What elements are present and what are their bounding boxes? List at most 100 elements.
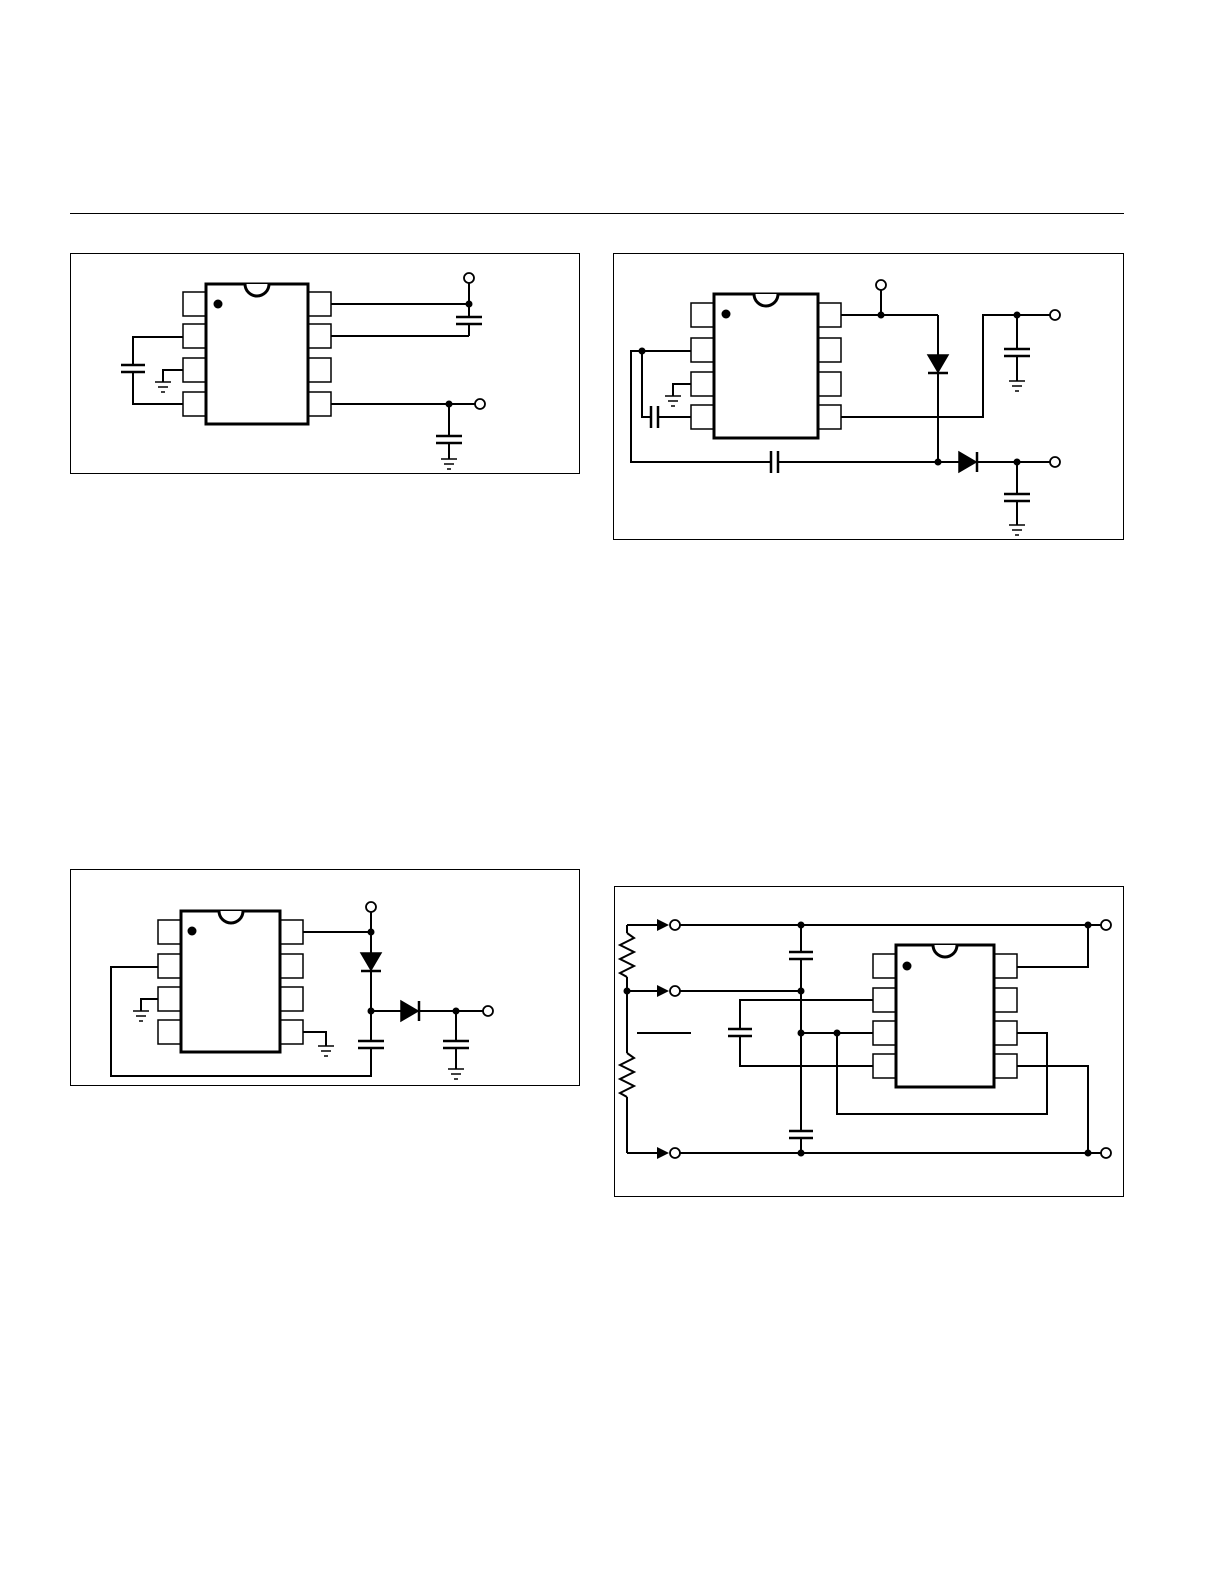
ic-pin-2	[872, 987, 897, 1013]
ic-pin-7	[817, 337, 842, 363]
ic-pin-2	[157, 953, 182, 979]
wire-pin2	[641, 350, 691, 418]
header-rule	[70, 213, 1124, 214]
ground-icon	[448, 1068, 464, 1080]
junction	[877, 311, 885, 319]
wire-pin5	[1017, 1065, 1089, 1153]
terminal-output-upper	[1049, 309, 1061, 321]
ic-pin-7	[307, 323, 332, 349]
resistor-icon	[617, 932, 637, 978]
ground-icon	[441, 458, 457, 470]
terminal-output	[482, 1005, 494, 1017]
ic-pin-8	[307, 291, 332, 317]
ic-pin-4	[157, 1019, 182, 1045]
ground-icon	[133, 1010, 149, 1022]
ground-icon	[1009, 380, 1025, 392]
figure-top-right	[613, 253, 1124, 540]
terminal-output-lower	[1049, 456, 1061, 468]
ic-pin-4	[690, 404, 715, 430]
terminal-top	[463, 272, 475, 284]
ic-pin-8	[993, 953, 1018, 979]
ic-pin-3	[872, 1020, 897, 1046]
wire-pin2	[132, 336, 183, 365]
wire-pin6	[836, 1032, 1048, 1115]
wire-pin8	[1017, 925, 1089, 968]
ic-pin-5	[279, 1019, 304, 1045]
ic-package	[157, 909, 304, 1054]
ic-pin1-marker	[213, 299, 223, 309]
ic-notch	[931, 944, 959, 959]
wire-pin2	[739, 999, 873, 1029]
ic-pin1-marker	[721, 309, 731, 319]
ic-body	[894, 943, 996, 1089]
terminal-in-mid	[669, 985, 681, 997]
ground-icon	[155, 381, 171, 393]
wire-pin5	[303, 1031, 327, 1046]
figure-bottom-left	[70, 869, 580, 1086]
terminal-top	[875, 279, 887, 291]
terminal-top	[365, 901, 377, 913]
ic-pin1-marker	[902, 961, 912, 971]
wire-pin3	[162, 369, 183, 382]
arrow-icon	[657, 919, 669, 931]
ic-pin-8	[279, 919, 304, 945]
ic-pin-8	[817, 302, 842, 328]
ground-icon	[318, 1045, 334, 1057]
ic-pin-1	[182, 291, 207, 317]
ic-pin-1	[157, 919, 182, 945]
ic-notch	[217, 910, 245, 925]
wire-pin3	[140, 998, 158, 1011]
diode-icon	[958, 450, 978, 474]
ground-icon	[665, 395, 681, 407]
ic-pin-6	[817, 371, 842, 397]
ic-pin-5	[307, 391, 332, 417]
figure-top-left	[70, 253, 580, 474]
ic-body	[204, 282, 310, 426]
ic-pin-2	[690, 337, 715, 363]
schematic-bottom-left	[110, 901, 494, 1080]
schematic-top-left	[121, 272, 486, 470]
wire-pump	[110, 966, 372, 1077]
wire-pin5	[841, 314, 1051, 418]
wire-pin4	[739, 1036, 873, 1067]
ic-package	[872, 943, 1018, 1089]
figure-bottom-right	[614, 886, 1124, 1197]
arrow-icon	[657, 985, 669, 997]
ic-pin-7	[279, 953, 304, 979]
ic-notch	[752, 293, 780, 308]
diode-icon	[400, 999, 420, 1023]
diode-icon	[359, 952, 383, 972]
ic-pin-1	[690, 302, 715, 328]
wire-pump	[630, 350, 771, 463]
terminal-out-bottom	[1100, 1147, 1112, 1159]
ic-body	[712, 292, 820, 440]
ic-pin-6	[993, 1020, 1018, 1046]
ic-pin-2	[182, 323, 207, 349]
schematic-top-right	[630, 279, 1061, 536]
terminal-in-bottom	[669, 1147, 681, 1159]
terminal-output	[474, 398, 486, 410]
ic-pin-3	[182, 357, 207, 383]
diode-icon	[926, 354, 950, 374]
ic-pin-3	[157, 986, 182, 1012]
ic-pin-7	[993, 987, 1018, 1013]
ground-icon	[1009, 524, 1025, 536]
arrow-icon	[657, 1147, 669, 1159]
terminal-in-top	[669, 919, 681, 931]
junction	[367, 928, 375, 936]
ic-pin-6	[279, 986, 304, 1012]
ic-pin-6	[307, 357, 332, 383]
ic-pin-4	[872, 1053, 897, 1079]
wire-pin4	[132, 372, 183, 405]
wire-pin3	[672, 383, 691, 396]
ic-package	[690, 292, 842, 440]
ic-pin-5	[817, 404, 842, 430]
ic-notch	[243, 283, 271, 298]
ic-pin-3	[690, 371, 715, 397]
ic-pin1-marker	[187, 926, 197, 936]
resistor-icon	[617, 1052, 637, 1098]
ic-package	[182, 282, 332, 426]
terminal-out-top	[1100, 919, 1112, 931]
ic-pin-1	[872, 953, 897, 979]
ic-pin-4	[182, 391, 207, 417]
